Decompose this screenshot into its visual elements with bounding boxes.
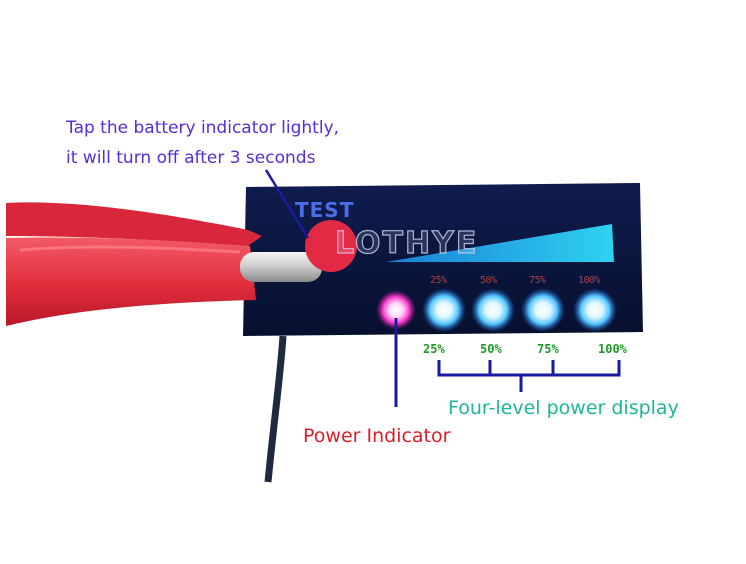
tap-caption-line-2: it will turn off after 3 seconds bbox=[66, 148, 316, 168]
tap-caption: Tap the battery indicator lightly, it wi… bbox=[66, 113, 339, 173]
board-level-label: 75% bbox=[529, 275, 546, 286]
watermark: LOTHYE bbox=[334, 225, 479, 261]
alligator-clip bbox=[6, 202, 322, 326]
test-button-icon[interactable] bbox=[305, 220, 357, 272]
wire bbox=[264, 335, 287, 483]
power-led-icon bbox=[376, 290, 416, 330]
level-led-25-icon bbox=[422, 288, 466, 332]
four-level-caption: Four-level power display bbox=[448, 397, 679, 419]
capacity-wedge bbox=[386, 224, 614, 262]
power-indicator-caption: Power Indicator bbox=[303, 425, 451, 447]
level-led-100-icon bbox=[573, 288, 617, 332]
board-level-label: 100% bbox=[578, 275, 601, 286]
board-level-label: 50% bbox=[480, 275, 497, 286]
tap-pointer-line bbox=[264, 169, 310, 239]
tap-caption-line-1: Tap the battery indicator lightly, bbox=[66, 118, 340, 138]
level-led-75-icon bbox=[521, 288, 565, 332]
level-led-50-icon bbox=[471, 288, 515, 332]
level-label-50: 50% bbox=[480, 342, 502, 356]
board-level-label: 25% bbox=[430, 275, 447, 286]
level-label-25: 25% bbox=[423, 342, 445, 356]
level-bracket bbox=[437, 360, 621, 392]
level-label-75: 75% bbox=[537, 342, 559, 356]
level-label-100: 100% bbox=[598, 342, 627, 356]
test-label: TEST bbox=[295, 198, 355, 222]
